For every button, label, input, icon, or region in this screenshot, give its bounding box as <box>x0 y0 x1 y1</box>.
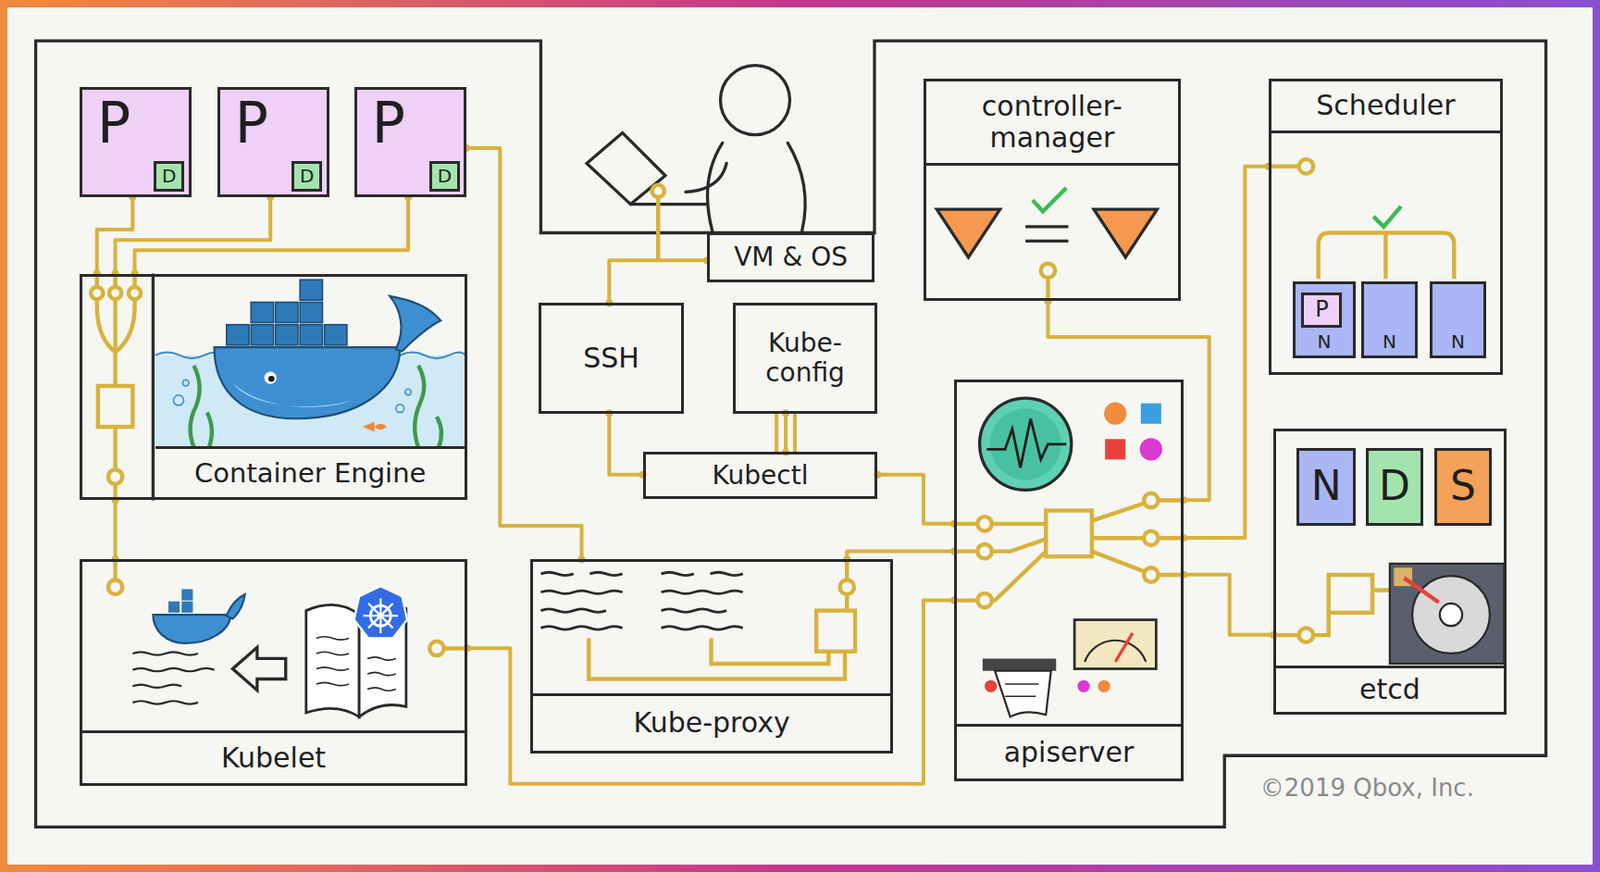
scheduler-art <box>1268 159 1455 279</box>
kubelet-box: Kubelet <box>79 558 468 786</box>
wire-connector <box>113 499 118 559</box>
scheduler-box: SchedulerNPNN <box>1268 78 1504 375</box>
wire-connector <box>467 599 955 783</box>
deployment-text: D <box>161 165 176 187</box>
pod-text: P <box>357 89 406 156</box>
node-box: NP <box>1292 281 1356 359</box>
wire-connector <box>776 413 795 453</box>
laptop-wire <box>652 185 665 261</box>
container-engine-box: Container Engine <box>79 273 468 501</box>
node-box: N <box>1296 447 1356 526</box>
node-box: N <box>1429 281 1488 359</box>
node-text: N <box>1311 462 1342 510</box>
copyright-label: ©2019 Qbox, Inc. <box>1260 773 1475 802</box>
kubelet-text: Kubelet <box>82 730 465 783</box>
node-text: N <box>1382 331 1397 356</box>
pod-box: PD <box>217 86 330 198</box>
wire-connector <box>1183 574 1274 635</box>
apiserver-text: apiserver <box>956 723 1181 778</box>
ssh-box: SSH <box>538 302 684 413</box>
pod-text: P <box>220 89 269 156</box>
kubectl-text: Kubectl <box>712 460 809 491</box>
node-text: N <box>1316 331 1331 356</box>
kubectl-box: Kubectl <box>643 451 879 499</box>
etcd-text: etcd <box>1276 665 1503 712</box>
container-engine-text: Container Engine <box>155 446 465 497</box>
deployment-text: D <box>299 165 314 187</box>
apiserver-art <box>954 397 1184 717</box>
node-text: N <box>1451 331 1465 356</box>
wire-connector <box>608 260 707 303</box>
cluster-outline <box>36 40 1547 827</box>
wire-connector <box>466 148 583 559</box>
deployment-text: D <box>437 165 452 187</box>
deployment-box: D <box>153 161 185 192</box>
service-box: S <box>1434 447 1492 526</box>
scheduler-text: Scheduler <box>1271 81 1501 134</box>
laptop-user <box>586 65 806 232</box>
controller-manager-text: controller- manager <box>926 81 1179 167</box>
kubelet-art <box>108 558 468 717</box>
pod-text: P <box>1314 297 1328 323</box>
deployment-box: D <box>291 161 323 192</box>
deployment-box: D <box>429 161 460 192</box>
wire-connector <box>608 413 643 475</box>
wire-connector <box>115 197 272 274</box>
apiserver-box: apiserver <box>954 379 1184 781</box>
deployment-text: D <box>1378 462 1411 510</box>
wire-connector <box>135 197 410 274</box>
kubeconfig-box: Kube- config <box>732 302 879 413</box>
controller-manager-box: controller- manager <box>923 78 1181 301</box>
wire-connector <box>1047 300 1209 500</box>
wire-connector <box>1183 166 1269 538</box>
service-text: S <box>1450 462 1476 510</box>
wire-connector <box>846 550 955 559</box>
kube-proxy-text: Kube-proxy <box>533 693 890 751</box>
kube-proxy-art <box>540 558 856 679</box>
wire-connector <box>877 474 955 524</box>
container-engine-art <box>90 273 466 501</box>
controller-manager-art <box>936 187 1157 301</box>
pod-box: PD <box>79 86 192 198</box>
etcd-box: etcd NDS <box>1273 428 1506 715</box>
pod-text: P <box>82 89 131 156</box>
deployment-box: D <box>1365 447 1424 526</box>
etcd-art <box>1273 563 1504 664</box>
vm-os-label: VM & OS <box>706 232 875 283</box>
node-box: N <box>1361 281 1419 359</box>
kube-proxy-box: Kube-proxy <box>530 558 893 754</box>
kubeconfig-text: Kube- config <box>735 328 876 388</box>
vm-os-label-text: VM & OS <box>733 242 848 273</box>
ssh-text: SSH <box>582 342 640 375</box>
pod-box: PD <box>354 86 467 198</box>
pod-box: P <box>1301 292 1342 329</box>
